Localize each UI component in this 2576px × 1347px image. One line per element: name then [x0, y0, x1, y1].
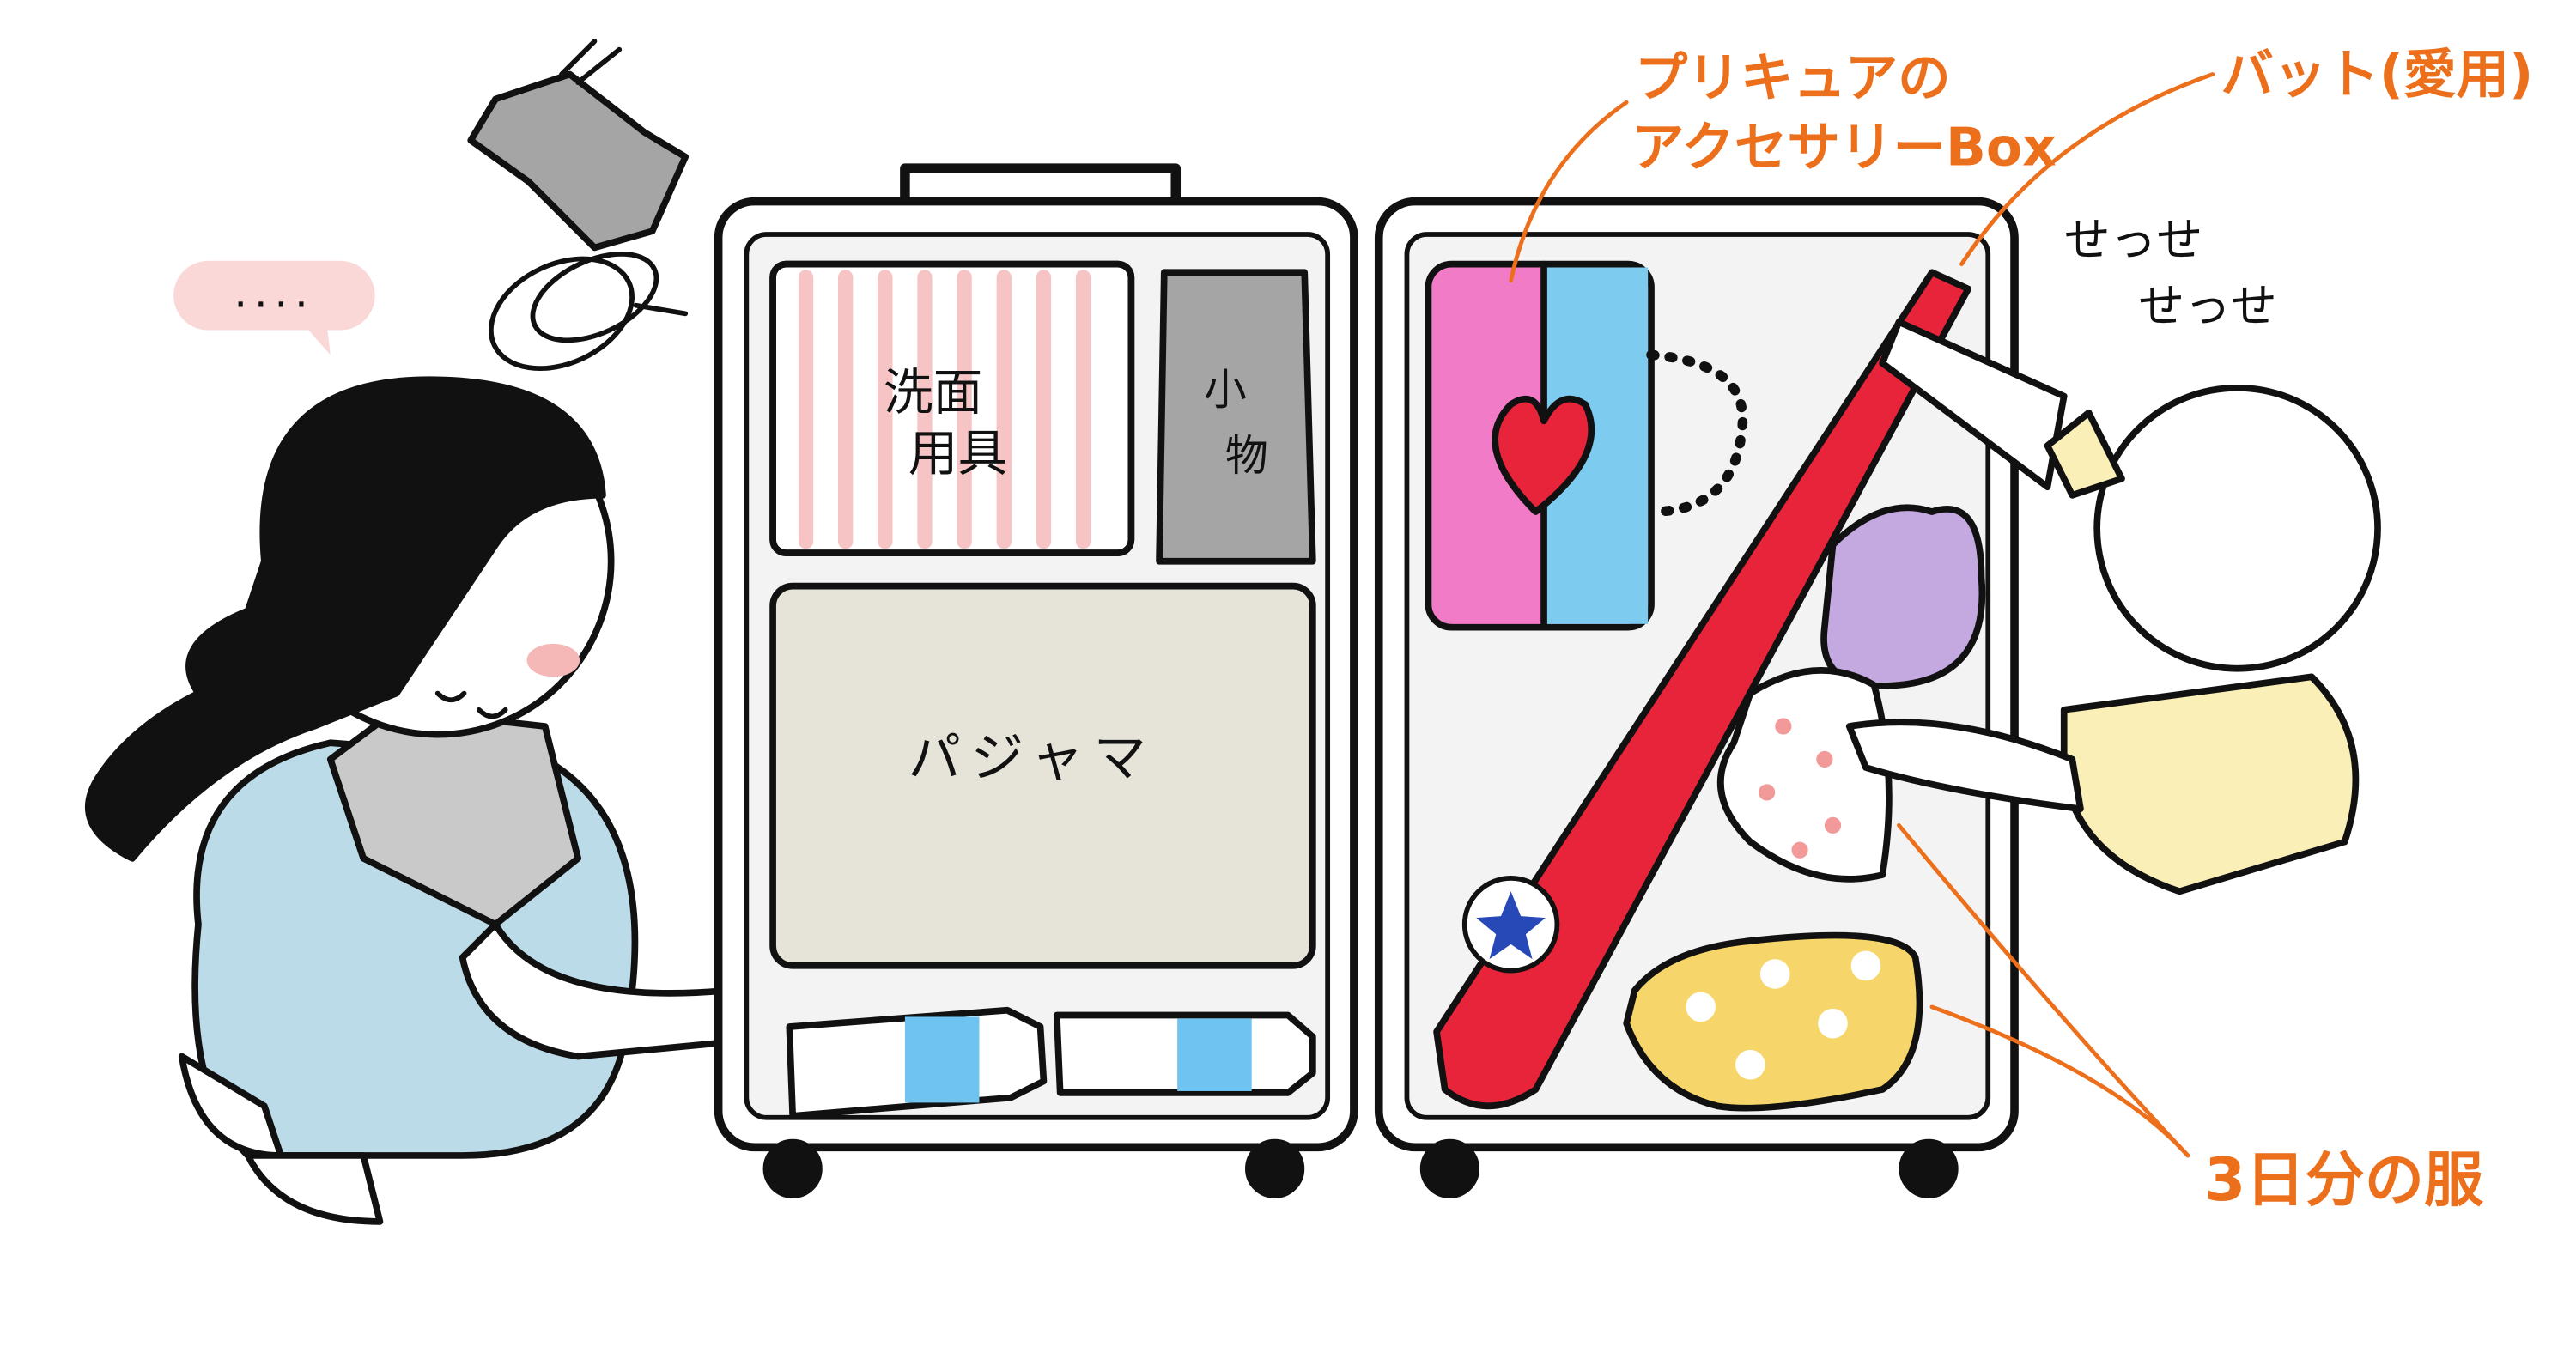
baby-figure: [1845, 319, 2381, 895]
annotation-leader-lines: [1509, 72, 2215, 1158]
sound-effect: せっせ: [2064, 213, 2203, 267]
small-items-bag: [1156, 269, 1316, 565]
bat-annotation: バット(愛用): [2221, 44, 2533, 106]
mother-figure: [84, 376, 763, 1225]
precure-box-annotation: プリキュアの: [1635, 47, 1951, 109]
yellow-floral-clothing: [1623, 931, 1923, 1112]
pajama-label: パジャマ: [908, 727, 1156, 789]
pajama-pouch: [769, 582, 1316, 969]
water-bottle: [786, 1006, 1048, 1119]
clothes-annotation: 3日分の服: [2204, 1146, 2484, 1215]
purple-clothing: [1820, 504, 1986, 689]
precure-accessory-box: [1425, 260, 1748, 631]
toiletry-label: 洗面: [884, 363, 982, 422]
speech-bubble-text: ....: [234, 268, 314, 318]
water-bottle: [1053, 1011, 1316, 1096]
small-items-label: 小: [1204, 365, 1247, 415]
charging-cable: [488, 251, 689, 372]
pink-floral-clothing: [1716, 667, 1893, 883]
drawstring-pouch: [467, 39, 690, 252]
toiletry-label: 用具: [908, 424, 1007, 482]
sound-effect: せっせ: [2138, 279, 2276, 333]
toiletry-bag: [769, 260, 1135, 556]
small-items-label: 物: [1225, 431, 1268, 481]
speech-bubble: [173, 260, 375, 355]
precure-box-annotation: アクセサリーBox: [1631, 116, 2057, 178]
baseball-bat: [1433, 269, 1972, 1110]
